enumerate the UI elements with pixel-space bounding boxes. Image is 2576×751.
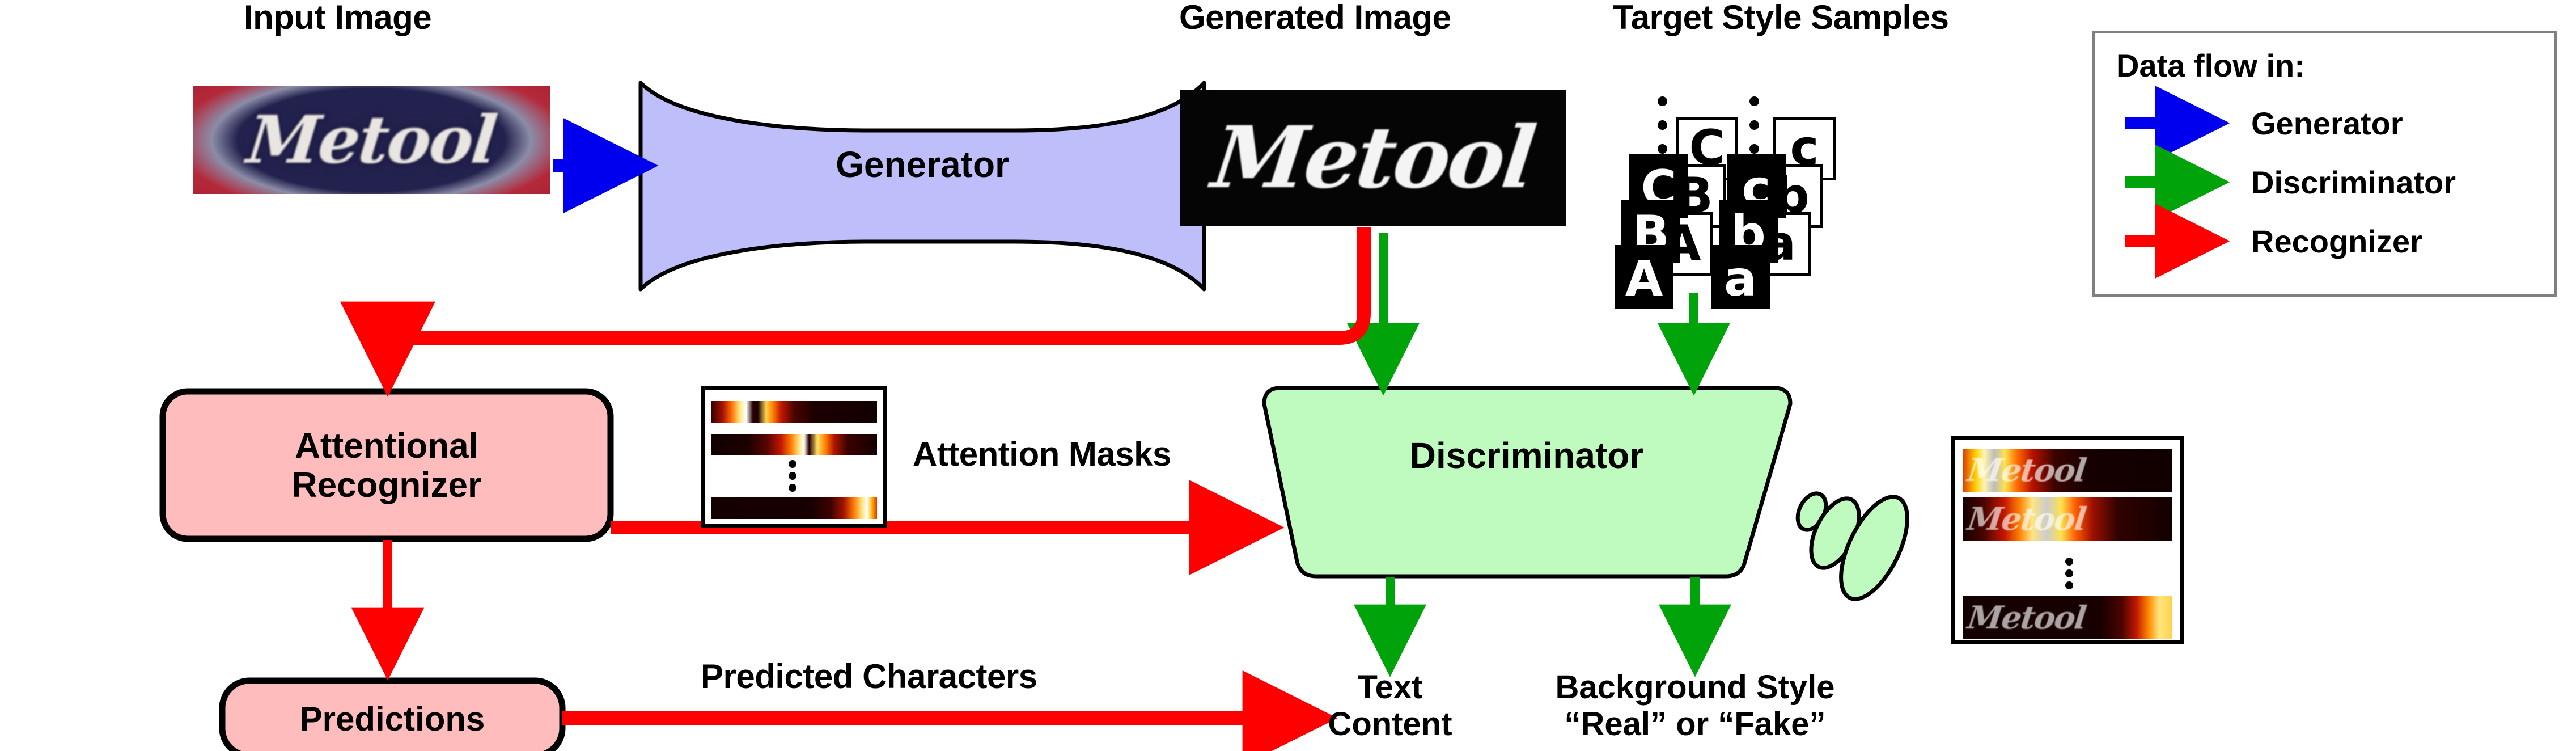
legend-title: Data flow in: xyxy=(2116,48,2305,83)
attentional-recognizer-label: Attentional Recognizer xyxy=(291,427,482,505)
predicted-characters-label: Predicted Characters xyxy=(701,657,1037,695)
generator-label: Generator xyxy=(836,144,1009,185)
arrow-generated-to-recognizer xyxy=(340,227,1371,397)
styled-result-row-2: Metool xyxy=(1963,497,2172,541)
input-image-title: Input Image xyxy=(244,0,432,36)
input-image-text: Metool xyxy=(243,102,499,179)
attention-masks-panel xyxy=(701,386,887,528)
generator-shape xyxy=(638,81,1206,292)
generated-image-thumbnail: Metool xyxy=(1180,90,1566,226)
legend-label-recognizer: Recognizer xyxy=(2251,223,2422,259)
background-style-label: Background Style “Real” or “Fake” xyxy=(1555,669,1835,742)
styled-results-panel: Metool Metool Metool xyxy=(1951,436,2184,644)
generated-image-title: Generated Image xyxy=(1179,0,1451,36)
attention-mask-strip-n xyxy=(711,497,877,519)
style-card-label: a xyxy=(1723,251,1757,307)
style-card-lower-dark-a: a xyxy=(1711,245,1770,309)
styled-result-text: Metool xyxy=(1965,599,2088,636)
styled-result-row-n: Metool xyxy=(1963,596,2172,639)
styled-results-ellipsis xyxy=(2065,558,2078,589)
styled-result-text: Metool xyxy=(1965,452,2088,489)
discriminator-ellipse-mid xyxy=(1809,496,1861,570)
attention-masks-label: Attention Masks xyxy=(913,435,1171,473)
legend-label-generator: Generator xyxy=(2251,106,2403,141)
text-content-label: Text Content xyxy=(1328,669,1452,742)
styled-result-row-1: Metool xyxy=(1963,449,2172,492)
discriminator-ellipse-large xyxy=(1839,495,1909,601)
style-samples-ellipsis-left xyxy=(1658,96,1670,159)
attention-masks-ellipsis xyxy=(789,460,802,492)
style-samples-ellipsis-right xyxy=(1749,96,1762,159)
attention-mask-strip-1 xyxy=(711,401,877,423)
discriminator-label: Discriminator xyxy=(1409,435,1644,476)
style-card-label: A xyxy=(1625,251,1663,307)
legend-label-discriminator: Discriminator xyxy=(2251,164,2456,200)
attention-mask-strip-2 xyxy=(711,434,877,455)
discriminator-ellipse-small xyxy=(1795,491,1828,532)
input-image-thumbnail: Metool xyxy=(193,86,550,194)
target-style-samples-title: Target Style Samples xyxy=(1613,0,1949,36)
generated-image-text: Metool xyxy=(1207,108,1539,208)
legend-box: Data flow in: Generator Discriminator Re… xyxy=(2092,31,2557,297)
target-style-samples-stack: C B A c b a C B A c b xyxy=(1615,68,1865,309)
predictions-label: Predictions xyxy=(299,700,485,738)
styled-result-text: Metool xyxy=(1965,500,2088,538)
style-card-upper-dark-A: A xyxy=(1615,245,1673,309)
discriminator-shape xyxy=(1262,386,1793,579)
